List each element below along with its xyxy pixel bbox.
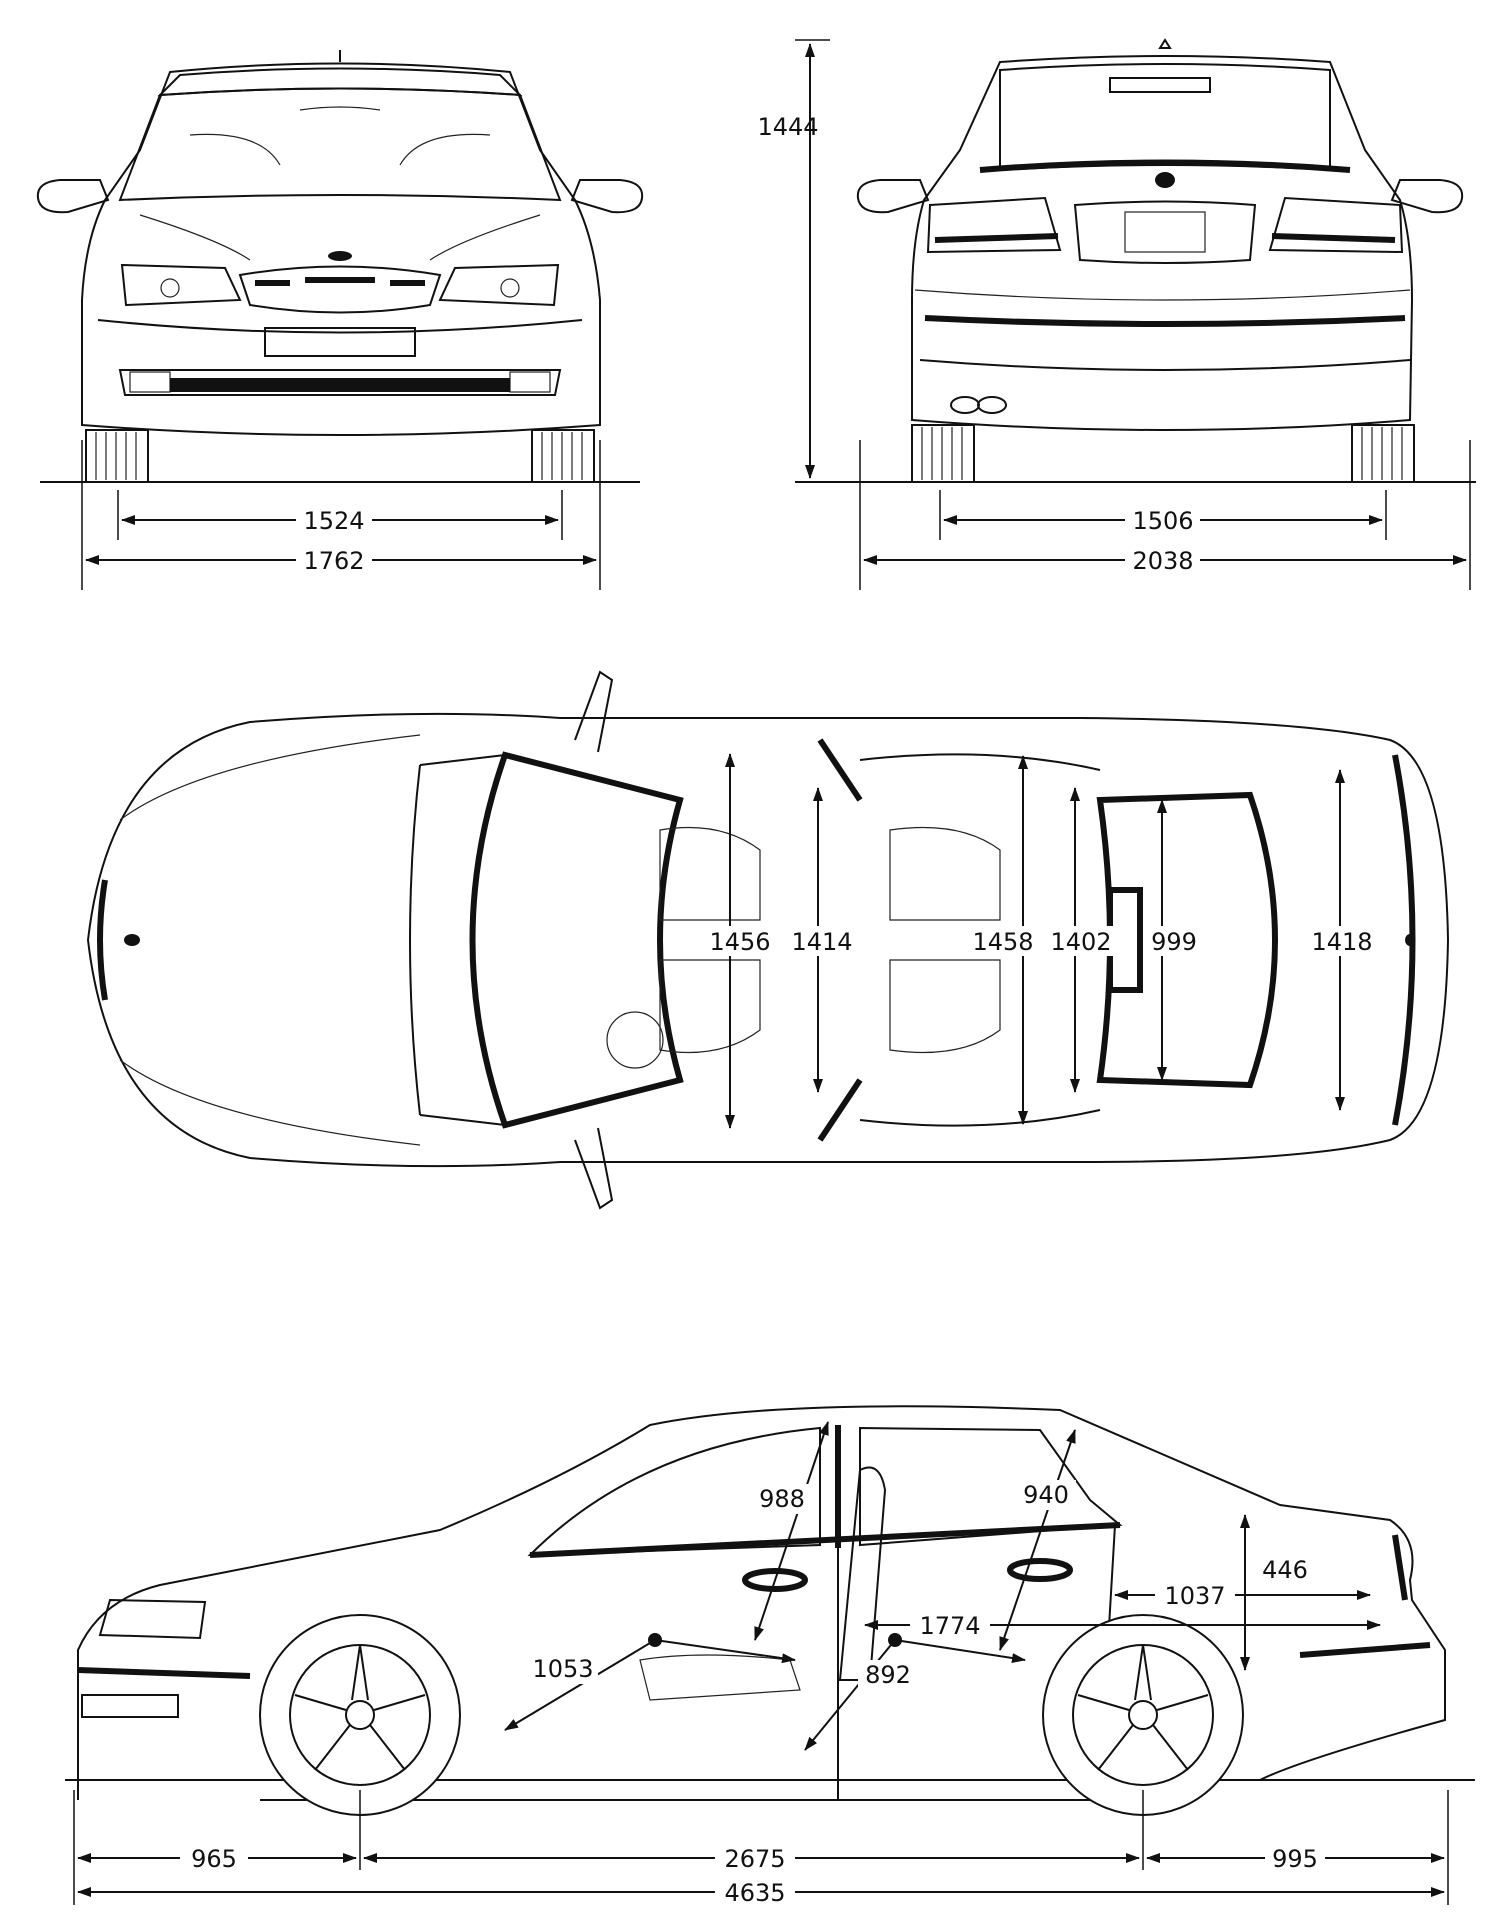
dim-front-legroom: 1053 [532, 1655, 593, 1683]
dim-width-mirrors: 2038 [1132, 547, 1193, 575]
dim-rear-legroom: 892 [865, 1661, 911, 1689]
dim-rear-track: 1506 [1132, 507, 1193, 535]
right-mirror [570, 179, 644, 214]
rear-right-tire [1351, 424, 1415, 483]
dim-rear-hip: 1402 [1050, 928, 1111, 956]
dim-front-headroom: 988 [759, 1485, 805, 1513]
left-tail-light [926, 196, 1062, 254]
top-right-mirror [574, 1127, 614, 1210]
top-left-mirror [574, 670, 614, 753]
left-mirror [36, 179, 110, 214]
dim-trunk-height: 446 [1262, 1556, 1308, 1584]
front-windshield [118, 87, 562, 202]
side-view: 988 940 446 1037 1774 1053 892 965 2675 … [65, 1405, 1475, 1907]
dim-wheelbase: 2675 [724, 1845, 785, 1873]
right-tail-light [1268, 196, 1404, 254]
windshield-top [469, 751, 684, 1129]
rear-view: 1444 [757, 38, 1476, 590]
license-plate-area [264, 327, 416, 357]
dim-trunk-length: 1037 [1164, 1582, 1225, 1610]
left-headlight [120, 263, 242, 307]
dim-front-hip: 1414 [791, 928, 852, 956]
dim-front-shoulder: 1456 [709, 928, 770, 956]
top-view: 1456 1414 1458 1402 999 1418 [86, 670, 1450, 1210]
front-body-outline [81, 62, 601, 436]
right-headlight [438, 263, 560, 307]
front-grille [238, 265, 442, 314]
trunk-lid [1073, 200, 1257, 264]
dim-overall-length: 4635 [724, 1879, 785, 1907]
front-left-tire [85, 429, 149, 483]
rear-left-tire [911, 424, 975, 483]
dim-rear-overhang: 995 [1272, 1845, 1318, 1873]
top-body-outline [86, 712, 1450, 1168]
side-body-outline [77, 1405, 1446, 1800]
dim-front-overhang: 965 [191, 1845, 237, 1873]
dim-rear-width: 1418 [1311, 928, 1372, 956]
dim-front-track: 1524 [303, 507, 364, 535]
rear-body-outline [911, 55, 1414, 431]
front-right-tire [531, 429, 595, 483]
dim-rear-headroom: 940 [1023, 1481, 1069, 1509]
dim-trunk-opening: 999 [1151, 928, 1197, 956]
front-view: 1524 1762 [36, 50, 644, 590]
dim-height: 1444 [757, 113, 818, 141]
dim-rear-shoulder: 1458 [972, 928, 1033, 956]
dim-front-width: 1762 [303, 547, 364, 575]
side-headlight [98, 1598, 207, 1640]
dim-cabin-length: 1774 [919, 1612, 980, 1640]
rear-window [999, 63, 1331, 172]
